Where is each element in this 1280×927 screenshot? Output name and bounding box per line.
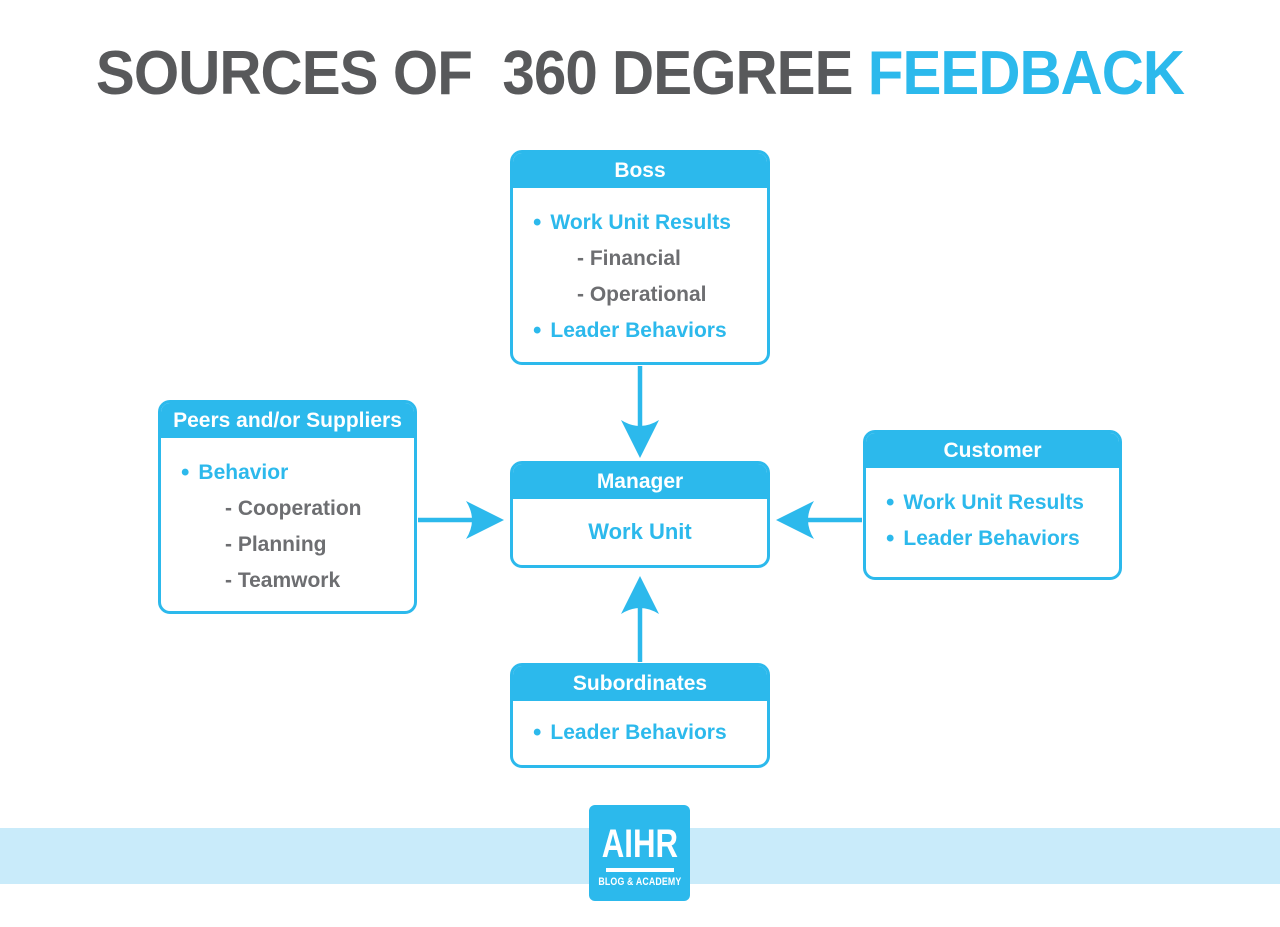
box-subordinates-header: Subordinates: [513, 666, 767, 701]
box-manager: Manager Work Unit: [510, 461, 770, 568]
box-manager-body: Work Unit: [588, 519, 692, 544]
logo-tagline: BLOG & ACADEMY: [597, 876, 682, 888]
arrow-customer-to-manager-icon: [776, 501, 862, 539]
list-item-label: Work Unit Results: [550, 211, 731, 234]
bullet-icon: •: [181, 459, 190, 486]
box-customer-header: Customer: [866, 433, 1119, 468]
box-boss: Boss • Work Unit Results - Financial - O…: [510, 150, 770, 365]
box-boss-body: • Work Unit Results - Financial - Operat…: [513, 188, 767, 349]
arrow-subordinates-to-manager-icon: [621, 576, 659, 662]
box-manager-header: Manager: [513, 464, 767, 499]
aihr-logo: AIHR BLOG & ACADEMY: [589, 805, 690, 901]
box-customer: Customer • Work Unit Results • Leader Be…: [863, 430, 1122, 580]
box-peers-suppliers: Peers and/or Suppliers • Behavior - Coop…: [158, 400, 417, 614]
box-boss-header: Boss: [513, 153, 767, 188]
list-item: • Work Unit Results: [533, 205, 761, 241]
list-item: • Leader Behaviors: [533, 715, 761, 751]
list-item: - Cooperation: [225, 497, 362, 520]
list-item-label: Behavior: [198, 461, 289, 484]
box-subordinates-body: • Leader Behaviors: [513, 701, 767, 751]
box-customer-body: • Work Unit Results • Leader Behaviors: [866, 468, 1119, 557]
list-item: - Financial: [577, 247, 681, 270]
list-item: - Planning: [225, 533, 327, 556]
bullet-icon: •: [886, 525, 895, 552]
arrow-peers-to-manager-icon: [418, 501, 504, 539]
title-accent-text: FEEDBACK: [867, 39, 1185, 108]
list-item: • Leader Behaviors: [533, 313, 761, 349]
logo-wordmark: AIHR: [601, 822, 678, 866]
bullet-icon: •: [533, 209, 542, 236]
box-peers-suppliers-header: Peers and/or Suppliers: [161, 403, 414, 438]
page-title: SOURCES OF 360 DEGREE FEEDBACK: [38, 38, 1241, 109]
logo-divider: [605, 868, 674, 872]
bullet-icon: •: [533, 719, 542, 746]
list-item: • Behavior: [181, 455, 408, 491]
title-main-text: SOURCES OF 360 DEGREE: [95, 39, 868, 108]
arrow-boss-to-manager-icon: [621, 366, 659, 458]
list-item: • Work Unit Results: [886, 485, 1113, 521]
list-item-label: Leader Behaviors: [903, 527, 1080, 550]
box-subordinates: Subordinates • Leader Behaviors: [510, 663, 770, 768]
list-item-label: Work Unit Results: [903, 491, 1084, 514]
bullet-icon: •: [533, 317, 542, 344]
bullet-icon: •: [886, 489, 895, 516]
box-peers-suppliers-body: • Behavior - Cooperation - Planning - Te…: [161, 438, 414, 599]
list-item: - Teamwork: [225, 569, 341, 592]
list-item-label: Leader Behaviors: [550, 721, 727, 744]
list-item: - Operational: [577, 283, 707, 306]
list-item-label: Leader Behaviors: [550, 319, 727, 342]
list-item: • Leader Behaviors: [886, 521, 1113, 557]
